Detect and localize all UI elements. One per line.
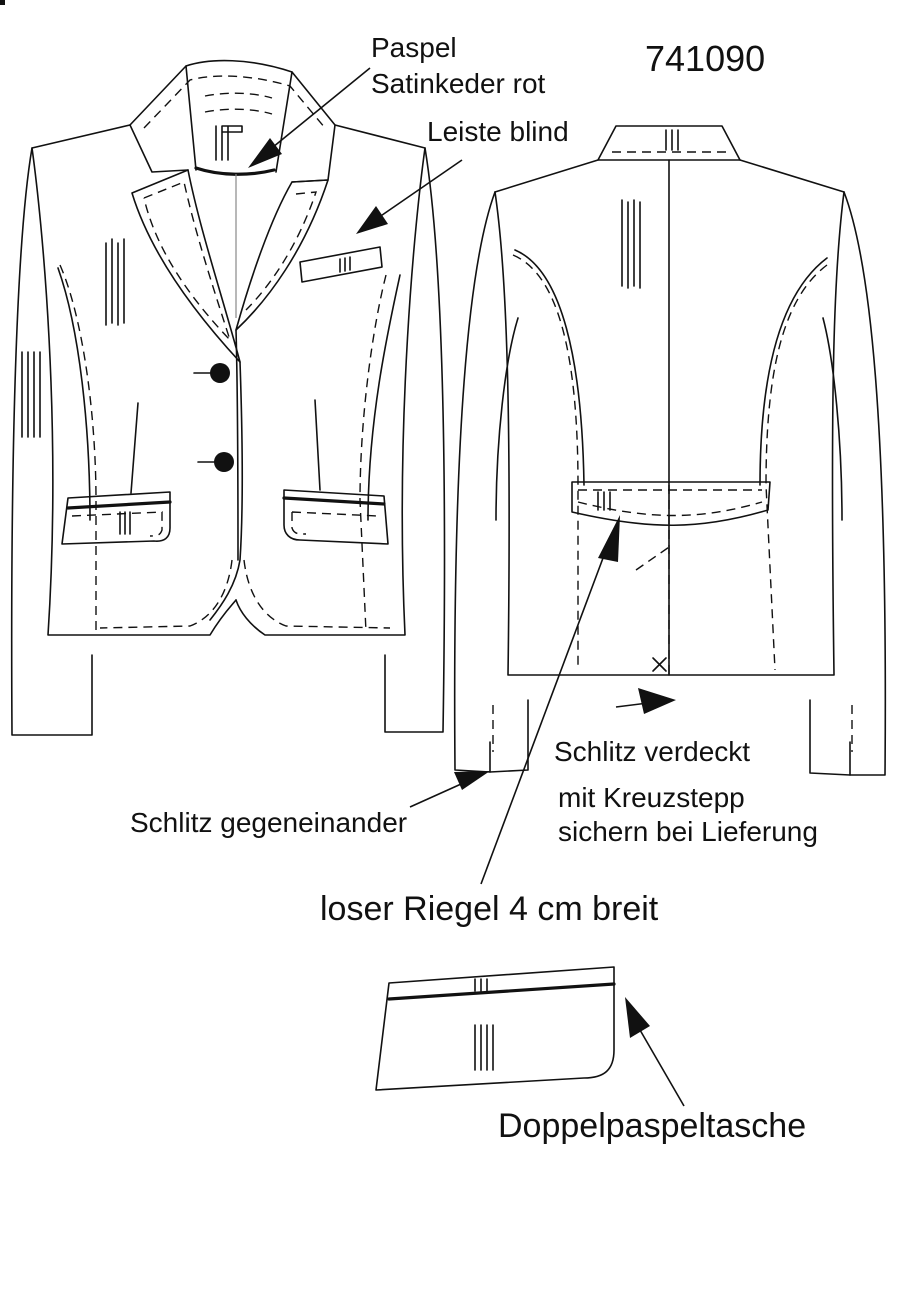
back-belt-dash bbox=[578, 490, 762, 516]
front-left-pocket-welt bbox=[68, 502, 170, 508]
label-doppelpaspeltasche: Doppelpaspeltasche bbox=[498, 1107, 807, 1145]
front-left-lapel-dash bbox=[144, 182, 230, 340]
back-vent-dash bbox=[636, 545, 672, 570]
front-right-flap-pocket bbox=[284, 490, 388, 544]
front-collar-left bbox=[130, 125, 188, 172]
front-collar bbox=[130, 61, 335, 182]
front-dart-left bbox=[131, 403, 138, 493]
back-left-sleeve bbox=[455, 192, 495, 772]
front-collar-dash bbox=[144, 76, 325, 128]
back-right-sleeve-inner bbox=[823, 318, 842, 520]
label-loser-riegel: loser Riegel 4 cm breit bbox=[320, 890, 659, 928]
front-hem-dash-left bbox=[100, 560, 232, 628]
front-right-pocket-dash bbox=[292, 512, 378, 534]
back-grain-mark bbox=[622, 200, 640, 288]
front-button-2 bbox=[214, 452, 234, 472]
front-view bbox=[12, 61, 445, 735]
front-button-1 bbox=[210, 363, 230, 383]
front-right-pocket-welt bbox=[284, 498, 384, 504]
front-body-left bbox=[32, 125, 236, 635]
callout-arrows bbox=[248, 68, 684, 1106]
back-right-cuff bbox=[810, 700, 850, 775]
pocket-detail bbox=[376, 967, 614, 1090]
front-neckband-dash2 bbox=[205, 109, 272, 114]
front-edge-right bbox=[236, 330, 238, 560]
back-panel-seam-left bbox=[513, 255, 578, 670]
back-panel-line-right bbox=[760, 258, 827, 485]
back-view bbox=[455, 126, 886, 775]
pocket-detail-top-mark bbox=[475, 979, 487, 991]
arrow-doppelpaspel-head bbox=[625, 997, 650, 1038]
pocket-detail-outline bbox=[376, 967, 614, 1090]
label-sichern-lieferung: sichern bei Lieferung bbox=[558, 816, 818, 847]
arrow-riegel bbox=[481, 534, 612, 884]
label-paspel: Paspel bbox=[371, 32, 457, 63]
back-vent-cross bbox=[653, 658, 666, 671]
front-edge bbox=[210, 362, 242, 620]
pocket-detail-welt bbox=[389, 984, 614, 999]
back-left-cuff bbox=[490, 700, 528, 772]
label-leiste-blind: Leiste blind bbox=[427, 116, 569, 147]
back-collar-mark bbox=[666, 130, 678, 150]
back-left-sleeve-inner bbox=[496, 318, 518, 520]
front-grain-mark-collar bbox=[216, 126, 242, 160]
front-left-flap-pocket bbox=[62, 492, 170, 544]
arrow-paspel-head bbox=[248, 138, 282, 168]
back-right-sleeve bbox=[844, 192, 885, 775]
back-belt-mark bbox=[598, 492, 610, 510]
label-schlitz-gegeneinander: Schlitz gegeneinander bbox=[130, 807, 408, 838]
front-grain-mark-sleeve bbox=[22, 352, 40, 437]
front-right-lapel bbox=[236, 180, 328, 330]
front-left-pocket-mark bbox=[120, 512, 130, 534]
arrow-leiste bbox=[372, 160, 462, 222]
front-princess-seam-left2 bbox=[58, 268, 90, 520]
back-panel-line-left bbox=[515, 250, 584, 485]
style-number: 741090 bbox=[645, 38, 766, 79]
front-princess-seam-right2 bbox=[368, 275, 400, 520]
front-left-sleeve bbox=[12, 148, 92, 735]
front-neckband-dash bbox=[205, 93, 272, 98]
back-collar-stand bbox=[598, 126, 740, 160]
front-body-right bbox=[236, 125, 425, 635]
front-neck-piping bbox=[196, 168, 274, 174]
front-breast-welt-pocket bbox=[300, 247, 382, 282]
label-kreuzstepp: mit Kreuzstepp bbox=[558, 782, 745, 813]
front-right-lapel-dash bbox=[246, 192, 316, 310]
label-schlitz-verdeckt: Schlitz verdeckt bbox=[554, 736, 751, 767]
front-left-pocket-dash bbox=[72, 512, 162, 536]
front-dart-right bbox=[315, 400, 320, 490]
front-grain-mark-chest bbox=[106, 239, 124, 325]
arrow-riegel-head bbox=[598, 515, 620, 562]
front-hem-dash-right bbox=[244, 560, 390, 628]
front-breast-pocket-mark bbox=[340, 257, 350, 272]
back-body bbox=[495, 160, 844, 675]
arrow-leiste-head bbox=[356, 206, 388, 234]
back-panel-seam-right bbox=[766, 265, 827, 670]
arrow-doppelpaspel bbox=[640, 1030, 684, 1106]
corner-mark bbox=[0, 0, 5, 5]
label-satinkeder: Satinkeder rot bbox=[371, 68, 546, 99]
back-loose-belt bbox=[572, 482, 770, 525]
front-princess-seam-left bbox=[60, 265, 96, 632]
front-right-sleeve bbox=[385, 148, 444, 732]
front-princess-seam-right bbox=[360, 275, 386, 632]
arrow-schlitz-gegen-head bbox=[454, 771, 490, 790]
arrow-paspel bbox=[262, 68, 370, 156]
pocket-detail-grain bbox=[475, 1025, 493, 1070]
arrow-schlitz-verdeckt-head bbox=[638, 688, 676, 714]
